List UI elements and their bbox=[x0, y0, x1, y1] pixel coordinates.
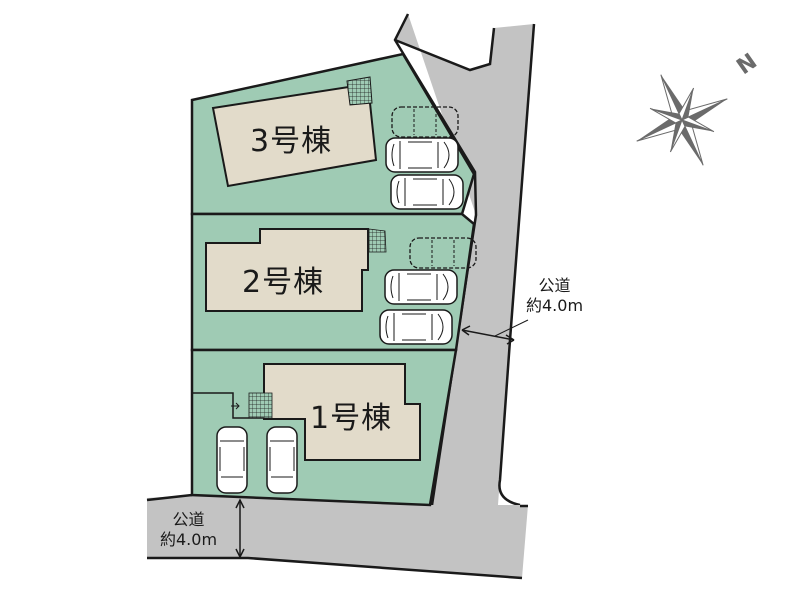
south-road-width: 約4.0m bbox=[160, 530, 218, 549]
terrace-3 bbox=[346, 76, 373, 106]
east-road bbox=[395, 14, 534, 505]
building-3 bbox=[211, 82, 378, 188]
building-1-label: 1号棟 bbox=[310, 401, 393, 436]
terrace-1 bbox=[248, 392, 273, 419]
east-road-dimension bbox=[461, 329, 515, 341]
building-2-label: 2号棟 bbox=[242, 265, 325, 300]
terrace-2 bbox=[368, 228, 387, 253]
east-road-type: 公道 bbox=[538, 276, 571, 295]
south-road-label: 公道 約4.0m bbox=[160, 510, 217, 550]
compass-rose-icon bbox=[636, 74, 728, 166]
building-3-label: 3号棟 bbox=[250, 124, 333, 159]
building-2 bbox=[205, 228, 369, 312]
east-road-label: 公道 約4.0m bbox=[526, 276, 583, 316]
building-1 bbox=[263, 363, 421, 461]
east-road-width: 約4.0m bbox=[526, 296, 584, 315]
south-road-type: 公道 bbox=[172, 510, 205, 529]
